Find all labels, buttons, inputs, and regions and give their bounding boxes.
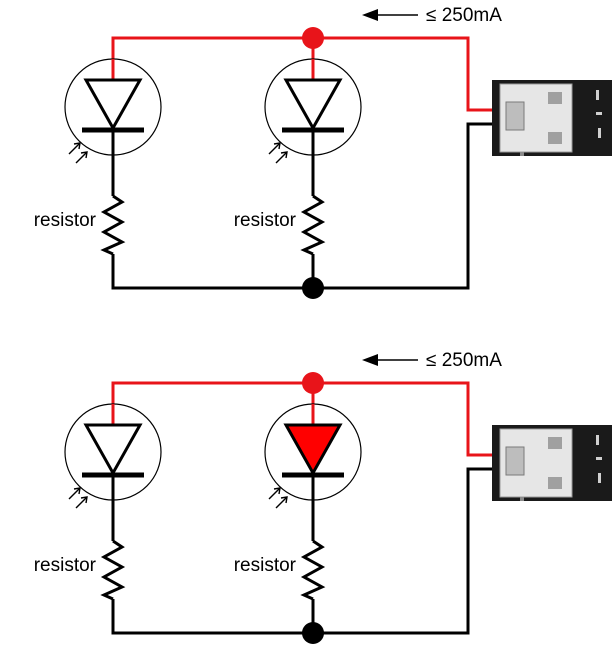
current-arrow-icon	[362, 354, 418, 366]
led-triangle-icon	[283, 78, 343, 132]
emission-arrow-line	[268, 142, 281, 155]
resistor-zigzag-icon	[300, 194, 326, 256]
current-arrow-head	[362, 354, 378, 366]
emission-arrow-line	[268, 487, 281, 500]
emission-arrow-head	[280, 496, 288, 504]
positive-wire	[111, 36, 500, 112]
emission-arrow-head	[280, 151, 288, 159]
board-marking	[520, 152, 524, 156]
current-arrow-icon	[362, 9, 418, 21]
emission-arrow-head	[80, 496, 88, 504]
ground-junction-dot	[302, 277, 324, 299]
current-limit-label: ≤ 250mA	[426, 350, 502, 371]
light-emission-icon	[68, 487, 88, 509]
connector-pin	[548, 477, 562, 489]
emission-arrow-head	[73, 142, 81, 150]
board-marking	[596, 90, 599, 100]
led-triangle-icon	[83, 78, 143, 132]
emission-arrow-line	[275, 496, 288, 509]
led-branch-1: resistor	[34, 403, 162, 601]
emission-arrow-line	[75, 151, 88, 164]
light-emission-icon	[68, 142, 88, 164]
light-emission-icon	[268, 487, 288, 509]
light-emission-icon	[268, 142, 288, 164]
emission-arrow-head	[273, 142, 281, 150]
emission-arrow-line	[275, 151, 288, 164]
resistor-zigzag-icon	[300, 539, 326, 601]
board-marking	[596, 112, 602, 115]
led-branch-1: resistor	[34, 58, 162, 256]
board-marking	[520, 497, 524, 501]
usb-connector-board-icon	[492, 80, 612, 156]
board-marking	[598, 128, 601, 138]
led-lit-triangle-icon	[283, 423, 343, 477]
resistor-zigzag-icon	[100, 194, 126, 256]
resistor-label: resistor	[234, 555, 297, 576]
positive-junction-dot	[302, 372, 324, 394]
current-limit-label: ≤ 250mA	[426, 5, 502, 26]
led-branch-2: resistor	[234, 403, 362, 601]
circuit-diagram-1: resistor resistor ≤ 250mA	[34, 5, 612, 299]
positive-wire	[111, 381, 500, 457]
resistor-label: resistor	[34, 210, 97, 231]
ground-wire	[111, 467, 500, 635]
connector-port	[505, 101, 525, 131]
led-triangle-icon	[83, 423, 143, 477]
board-marking	[598, 473, 601, 483]
ground-junction-dot	[302, 622, 324, 644]
board-marking	[596, 435, 599, 445]
emission-arrow-head	[273, 487, 281, 495]
circuit-diagram-2: resistor resistor ≤ 250mA	[34, 350, 612, 644]
usb-connector-board-icon	[492, 425, 612, 501]
connector-pin	[548, 437, 562, 449]
current-arrow-head	[362, 9, 378, 21]
ground-wire	[111, 122, 500, 290]
emission-arrow-line	[68, 142, 81, 155]
resistor-zigzag-icon	[100, 539, 126, 601]
board-marking	[596, 457, 602, 460]
resistor-label: resistor	[34, 555, 97, 576]
emission-arrow-line	[68, 487, 81, 500]
connector-pin	[548, 92, 562, 104]
connector-pin	[548, 132, 562, 144]
emission-arrow-line	[75, 496, 88, 509]
resistor-label: resistor	[234, 210, 297, 231]
positive-junction-dot	[302, 27, 324, 49]
emission-arrow-head	[80, 151, 88, 159]
emission-arrow-head	[73, 487, 81, 495]
led-branch-2: resistor	[234, 58, 362, 256]
connector-port	[505, 446, 525, 476]
